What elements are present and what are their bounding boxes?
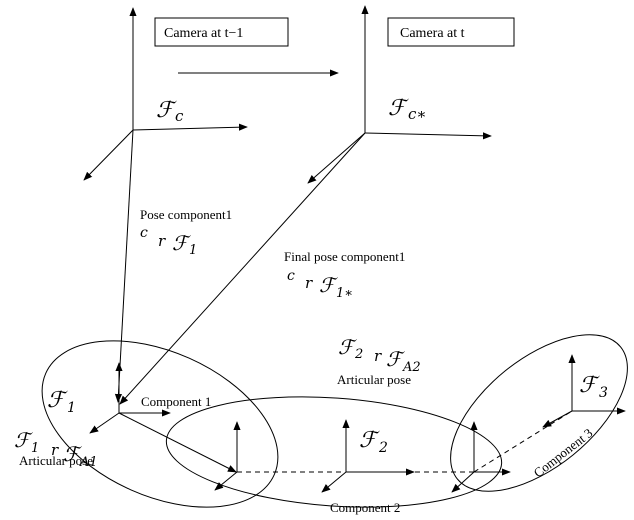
f1-FA-sub: A1 xyxy=(79,455,98,470)
camera-prev-label: Camera at t−1 xyxy=(164,26,243,41)
frame-2-axes xyxy=(321,419,415,493)
pose-component1-label: Pose component1 xyxy=(140,207,232,222)
final-F: ℱ xyxy=(319,273,338,297)
f1-F-sub: 1 xyxy=(31,441,39,456)
f2-F: ℱ xyxy=(338,335,357,359)
final-pose-component1-vector xyxy=(119,132,366,405)
final-F-sub: 1∗ xyxy=(336,286,353,301)
frame-cstar-symbol: ℱ xyxy=(388,96,409,121)
component-3-label: Component 3 xyxy=(531,425,596,480)
final-r: r xyxy=(305,274,313,292)
frame-3-axes xyxy=(542,354,626,428)
camera-cstar-x-axis xyxy=(364,132,492,140)
component-2-ellipse xyxy=(165,396,503,508)
component-1-label: Component 1 xyxy=(141,394,211,409)
component-2-label: Component 2 xyxy=(330,500,400,515)
frame-1-subscript: 1 xyxy=(67,400,76,416)
camera-c-y-axis xyxy=(83,129,134,181)
f2-F-sub: 2 xyxy=(354,347,363,362)
f2-FA: ℱ xyxy=(386,347,405,371)
frame-3-subscript: 3 xyxy=(599,385,608,401)
pose-r: r xyxy=(158,232,166,250)
pose-c-superscript: c xyxy=(140,225,148,241)
f1-F: ℱ xyxy=(14,428,33,452)
camera-now-label: Camera at t xyxy=(400,26,465,41)
camera-frame-cstar xyxy=(307,5,492,184)
camera-c-x-axis xyxy=(132,123,248,131)
final-pose-label: Final pose component1 xyxy=(284,249,405,264)
final-c-superscript: c xyxy=(287,268,295,284)
pose-F-sub: 1 xyxy=(189,243,197,258)
pose-F: ℱ xyxy=(172,231,191,255)
f2-r: r xyxy=(374,347,382,365)
pose-component1-vector xyxy=(114,129,134,403)
frame-1-axes xyxy=(89,362,171,434)
frame-c-subscript: c xyxy=(175,107,184,125)
component-3-ellipse xyxy=(450,334,628,492)
f1-r: r xyxy=(51,441,59,459)
camera-frame-c xyxy=(83,7,248,181)
f2-FA-sub: A2 xyxy=(402,360,421,375)
frame-cstar-subscript: c∗ xyxy=(408,105,427,123)
dashed-link-A2-F3 xyxy=(473,410,573,473)
camera-now-box: Camera at t xyxy=(387,17,515,47)
articular-pose-2-label: Articular pose xyxy=(337,372,411,387)
f1-FA: ℱ xyxy=(63,442,82,466)
component-1-ellipse xyxy=(41,340,279,508)
frame-1-symbol: ℱ xyxy=(47,388,68,413)
frame-A1-axes xyxy=(214,421,241,491)
camera-cstar-y-axis xyxy=(307,132,366,184)
frame-2-symbol: ℱ xyxy=(359,428,380,453)
frame-2-subscript: 2 xyxy=(378,440,388,456)
frame-A2-axes xyxy=(451,421,511,493)
frame-3-symbol: ℱ xyxy=(579,373,600,398)
camera-prev-box: Camera at t−1 xyxy=(154,17,289,47)
articular-vector-1 xyxy=(118,412,237,473)
frame-c-symbol: ℱ xyxy=(156,98,177,123)
articular-pose-1-label: Articular pose xyxy=(19,453,93,468)
